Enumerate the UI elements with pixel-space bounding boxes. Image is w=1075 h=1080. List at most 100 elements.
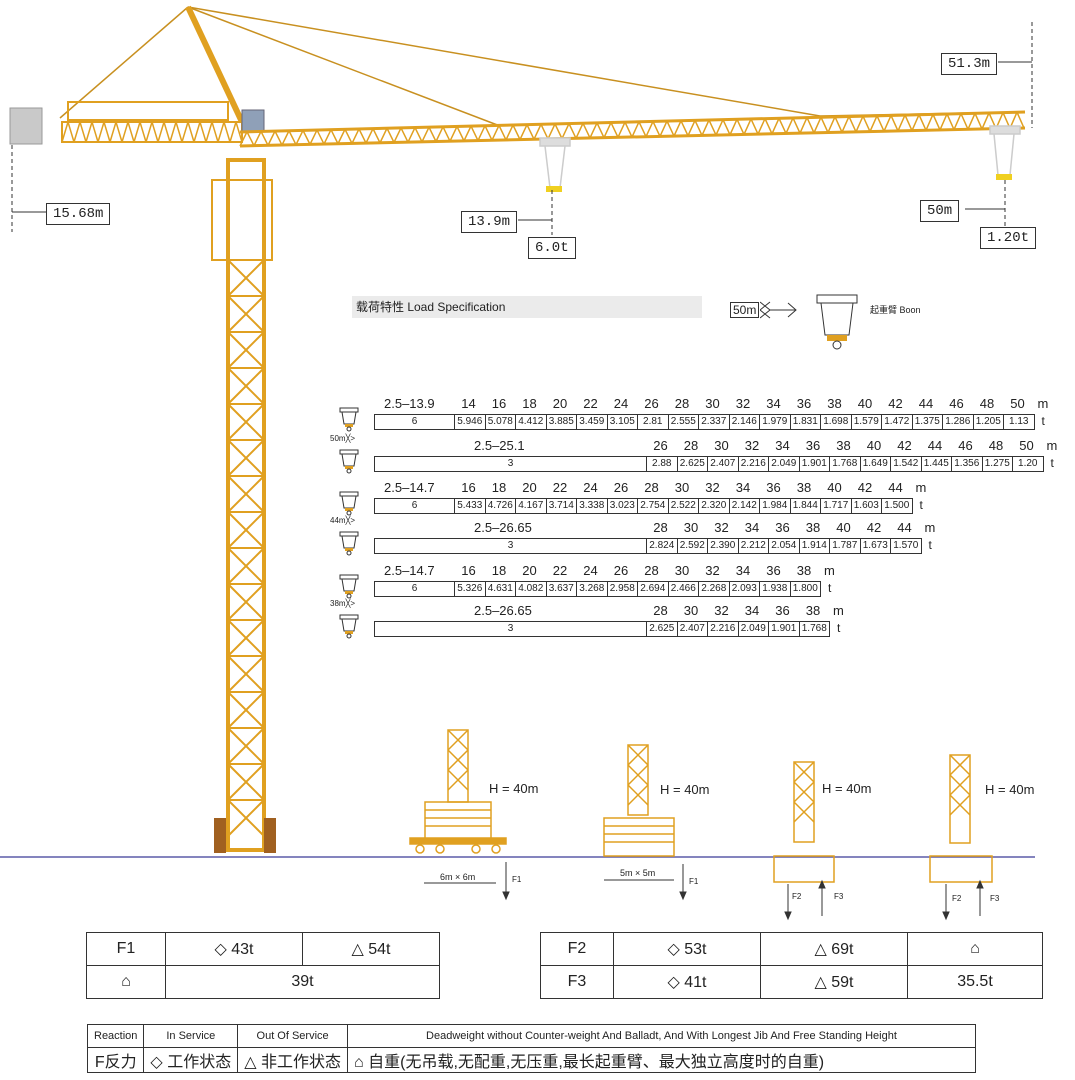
counter-jib-label: 15.68m: [46, 203, 111, 225]
end-radius-label: 50m: [920, 200, 960, 222]
load-header-cell: 38: [796, 563, 812, 578]
load-header-cell: 30: [683, 603, 699, 618]
load-header-cell: 46: [949, 396, 964, 411]
f1-in-service: ◇ 43t: [165, 932, 303, 966]
in-service-icon: ◇: [667, 974, 680, 991]
f1-deadweight: 39t: [165, 965, 440, 999]
jib-length-icon: 50m╳>: [330, 434, 356, 443]
mast: [211, 158, 276, 853]
f1-out-service: △ 54t: [302, 932, 440, 966]
load-header-cell: 24: [613, 396, 629, 411]
load-header-cell: 44: [918, 396, 934, 411]
unit-t: t: [1050, 456, 1054, 470]
load-header-cell: 38: [805, 520, 821, 535]
load-header-cell: 2.5–25.1: [474, 438, 525, 453]
load-value-cell: 1.286: [943, 414, 974, 430]
load-value-cell: 1.375: [912, 414, 943, 430]
foundation-2: [603, 744, 675, 857]
load-value-cell: 6: [374, 498, 455, 514]
load-header-cell: 30: [683, 520, 699, 535]
unit-m: m: [924, 520, 936, 535]
f3-label: F3: [540, 965, 614, 999]
load-header-cell: 2.5–26.65: [474, 520, 532, 535]
load-value-cell: 1.13: [1004, 414, 1035, 430]
load-value-cell: 2.555: [668, 414, 699, 430]
load-value-cell: 2.268: [699, 581, 730, 597]
load-value-cell: 2.407: [677, 621, 708, 637]
load-header-cell: 34: [735, 480, 751, 495]
load-value-cell: 2.407: [708, 456, 739, 472]
load-header-cell: 40: [836, 520, 851, 535]
load-value-cell: 1.901: [799, 456, 830, 472]
load-value-cell: 1.445: [921, 456, 952, 472]
load-value-cell: 1.768: [830, 456, 861, 472]
load-header-cell: 40: [866, 438, 882, 453]
jib-length-icon: 38m╳>: [330, 599, 356, 608]
load-header-cell: 18: [491, 480, 507, 495]
load-value-cell: 3: [374, 456, 647, 472]
load-header-cell: 32: [735, 396, 751, 411]
load-header-cell: 38: [827, 396, 842, 411]
force-arrows: [424, 862, 984, 921]
legend-reaction-cn: F反力: [86, 1047, 145, 1073]
load-header-cell: 22: [552, 480, 568, 495]
deadweight-icon: ⌂: [906, 932, 1044, 966]
load-value-cell: 2.216: [738, 456, 769, 472]
trolley-mid: [539, 137, 571, 192]
f1-label-1: F1: [512, 875, 522, 884]
unit-t: t: [919, 498, 923, 512]
load-value-cell: 1.698: [821, 414, 852, 430]
load-value-cell: 5.326: [455, 581, 486, 597]
load-header-cell: 26: [644, 396, 659, 411]
load-header-cell: 36: [766, 563, 781, 578]
unit-t: t: [828, 581, 832, 595]
load-value-cell: 2.522: [668, 498, 699, 514]
load-value-cell: 3.268: [577, 581, 608, 597]
load-value-cell: 5.078: [485, 414, 516, 430]
load-value-cell: 1.603: [851, 498, 882, 514]
counter-jib: [9, 101, 265, 145]
load-value-cell: 2.824: [647, 538, 678, 554]
in-service-icon: ◇: [150, 1054, 163, 1071]
load-header-cell: 2.5–14.7: [384, 563, 435, 578]
load-header-cell: 30: [674, 563, 690, 578]
load-header-cell: 36: [766, 480, 781, 495]
hook-block-icon: [816, 294, 858, 350]
load-value-cell: 3.885: [546, 414, 577, 430]
end-load-label: 1.20t: [980, 227, 1037, 249]
load-header-cell: 32: [705, 480, 720, 495]
f2-f3-deadweight: 35.5t: [906, 965, 1044, 999]
load-header-cell: 22: [583, 396, 598, 411]
load-value-cell: 1.275: [982, 456, 1013, 472]
hoist-hook-icon: [339, 449, 359, 474]
load-header-cell: 36: [796, 396, 812, 411]
force-table-f1: F1 ◇ 43t △ 54t ⌂ 39t: [86, 932, 440, 999]
load-header-cell: 28: [653, 520, 668, 535]
load-spec-title: 载荷特性 Load Specification: [352, 296, 702, 318]
foundation-3: [773, 761, 835, 883]
load-value-cell: 2.694: [638, 581, 669, 597]
unit-m: m: [833, 603, 844, 618]
load-header-cell: 30: [714, 438, 729, 453]
load-header-cell: 46: [958, 438, 973, 453]
load-header-cell: 44: [927, 438, 943, 453]
load-value-cell: 1.356: [952, 456, 983, 472]
load-value-cell: 2.81: [638, 414, 669, 430]
load-value-cell: 2.320: [699, 498, 730, 514]
load-header-cell: 36: [805, 438, 821, 453]
load-value-cell: 1.914: [799, 538, 830, 554]
load-header-cell: 30: [674, 480, 690, 495]
load-value-cell: 5.433: [455, 498, 486, 514]
legend-reaction-en: Reaction: [86, 1024, 145, 1048]
load-header-cell: 44: [888, 480, 903, 495]
load-value-cell: 1.579: [851, 414, 882, 430]
load-value-cell: 3: [374, 621, 647, 637]
load-header-cell: 20: [522, 480, 537, 495]
foundation-2-dim: 5m × 5m: [620, 868, 656, 878]
load-header-cell: 42: [857, 480, 873, 495]
load-value-cell: 2.146: [729, 414, 760, 430]
f2-label-2: F2: [952, 894, 962, 903]
f2-out-service: △ 69t: [759, 932, 908, 966]
